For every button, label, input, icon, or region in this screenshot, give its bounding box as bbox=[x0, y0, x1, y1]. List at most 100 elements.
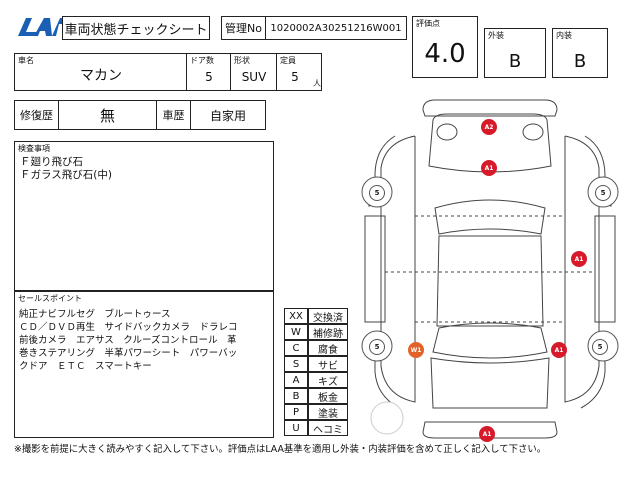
damage-mark[interactable]: A1 bbox=[481, 160, 497, 176]
legend-code: U bbox=[284, 420, 308, 436]
capacity-cell: 定員 5 人 bbox=[277, 54, 321, 90]
damage-mark[interactable]: A2 bbox=[481, 119, 497, 135]
interior-box: 内装 B bbox=[552, 28, 608, 78]
doors-cell: ドア数 5 bbox=[187, 54, 231, 90]
exterior-label: 外装 bbox=[488, 31, 504, 40]
exterior-value: B bbox=[508, 50, 522, 72]
roof bbox=[436, 235, 544, 327]
damage-mark[interactable]: 5 bbox=[369, 185, 385, 201]
inspection-text: Ｆ廻り飛び石 Ｆガラス飛び石(中) bbox=[20, 156, 112, 182]
legend-meaning: 塗装 bbox=[308, 404, 348, 420]
legend-code: A bbox=[284, 372, 308, 388]
sales-point-line: 前後カメラ エアサス クルーズコントロール 革 bbox=[19, 335, 237, 346]
left-door-panel bbox=[364, 215, 386, 323]
legend-code: W bbox=[284, 324, 308, 340]
usage-value: 自家用 bbox=[209, 108, 246, 123]
exterior-box: 外装 B bbox=[484, 28, 546, 78]
inspection-line: Ｆガラス飛び石(中) bbox=[20, 169, 112, 181]
right-fender bbox=[584, 135, 606, 206]
capacity-value: 5 bbox=[291, 70, 299, 84]
right-door-panel bbox=[594, 215, 616, 323]
repair-label: 修復歴 bbox=[15, 101, 59, 129]
footer-note: ※撮影を前提に大きく読みやすく記入して下さい。評価点はLAA基準を適用し外装・内… bbox=[14, 444, 547, 455]
laa-logo bbox=[18, 16, 64, 38]
score-box: 評価点 4.0 bbox=[412, 16, 478, 78]
history-box: 修復歴 無 車歴 自家用 bbox=[14, 100, 266, 130]
legend-meaning: 板金 bbox=[308, 388, 348, 404]
damage-mark[interactable]: 5 bbox=[369, 339, 385, 355]
capacity-unit: 人 bbox=[313, 79, 321, 88]
left-fender bbox=[374, 135, 396, 206]
sales-points-box: セールスポイント 純正ナビフルセグ ブルートゥース ＣＤ／ＤＶＤ再生 サイドバッ… bbox=[14, 291, 274, 438]
usage-label: 車歴 bbox=[157, 101, 191, 129]
car-name-cell: 車名 マカン bbox=[15, 54, 187, 90]
legend-code: XX bbox=[284, 308, 308, 324]
legend-meaning: キズ bbox=[308, 372, 348, 388]
inspection-line: Ｆ廻り飛び石 bbox=[20, 156, 83, 168]
inspection-label: 検査事項 bbox=[18, 144, 50, 153]
damage-mark[interactable]: A1 bbox=[479, 426, 495, 442]
sales-points-label: セールスポイント bbox=[18, 294, 82, 303]
sheet-title: 車両状態チェックシート bbox=[64, 22, 208, 38]
shape-label: 形状 bbox=[234, 56, 250, 65]
doors-label: ドア数 bbox=[190, 56, 214, 65]
damage-mark[interactable]: 5 bbox=[592, 339, 608, 355]
management-no-value: 1020002A30251216W001 bbox=[270, 22, 402, 34]
shape-cell: 形状 SUV bbox=[231, 54, 277, 90]
left-side bbox=[380, 135, 416, 403]
interior-value: B bbox=[573, 50, 587, 72]
legend-code: B bbox=[284, 388, 308, 404]
rear-window bbox=[432, 322, 548, 359]
left-headlight bbox=[436, 123, 458, 141]
doors-value: 5 bbox=[205, 70, 213, 84]
sales-point-line: 巻きステアリング 半革パワーシート パワーバッ bbox=[19, 348, 238, 359]
rear-bumper bbox=[422, 421, 558, 439]
sales-point-line: クドア ＥＴＣ スマートキー bbox=[19, 361, 152, 372]
damage-mark[interactable]: A1 bbox=[551, 342, 567, 358]
hood bbox=[428, 113, 552, 173]
sheet-title-box: 車両状態チェックシート bbox=[62, 16, 210, 40]
windshield bbox=[434, 199, 546, 235]
trunk bbox=[430, 357, 550, 409]
right-rear-fender bbox=[580, 336, 606, 409]
car-name-value: マカン bbox=[80, 68, 122, 84]
shape-value: SUV bbox=[241, 70, 267, 84]
interior-label: 内装 bbox=[556, 31, 572, 40]
inspection-box: 検査事項 Ｆ廻り飛び石 Ｆガラス飛び石(中) bbox=[14, 141, 274, 291]
damage-mark[interactable]: W1 bbox=[408, 342, 424, 358]
damage-mark[interactable]: 5 bbox=[595, 185, 611, 201]
damage-mark[interactable]: A1 bbox=[571, 251, 587, 267]
management-no-label: 管理No bbox=[222, 17, 266, 39]
management-no-box: 管理No 1020002A30251216W001 bbox=[221, 16, 407, 40]
legend-meaning: 腐食 bbox=[308, 340, 348, 356]
sales-point-line: ＣＤ／ＤＶＤ再生 サイドバックカメラ ドラレコ bbox=[19, 322, 238, 333]
car-diagram bbox=[361, 99, 619, 439]
front-bumper bbox=[422, 99, 558, 117]
right-headlight bbox=[522, 123, 544, 141]
vehicle-info-box: 車名 マカン ドア数 5 形状 SUV 定員 5 人 bbox=[14, 53, 322, 91]
legend-meaning: サビ bbox=[308, 356, 348, 372]
right-side bbox=[564, 135, 600, 403]
legend-meaning: ヘコミ bbox=[308, 420, 348, 436]
sales-points-text: 純正ナビフルセグ ブルートゥース ＣＤ／ＤＶＤ再生 サイドバックカメラ ドラレコ… bbox=[19, 308, 238, 373]
legend-code: C bbox=[284, 340, 308, 356]
legend-code: S bbox=[284, 356, 308, 372]
car-name-label: 車名 bbox=[18, 56, 34, 65]
spare-tire bbox=[370, 401, 404, 435]
score-label: 評価点 bbox=[416, 19, 440, 28]
repair-value: 無 bbox=[59, 101, 157, 129]
sales-point-line: 純正ナビフルセグ ブルートゥース bbox=[19, 309, 171, 320]
capacity-label: 定員 bbox=[280, 56, 296, 65]
legend-code: P bbox=[284, 404, 308, 420]
legend-meaning: 交換済 bbox=[308, 308, 348, 324]
legend-meaning: 補修跡 bbox=[308, 324, 348, 340]
score-value: 4.0 bbox=[424, 39, 466, 69]
